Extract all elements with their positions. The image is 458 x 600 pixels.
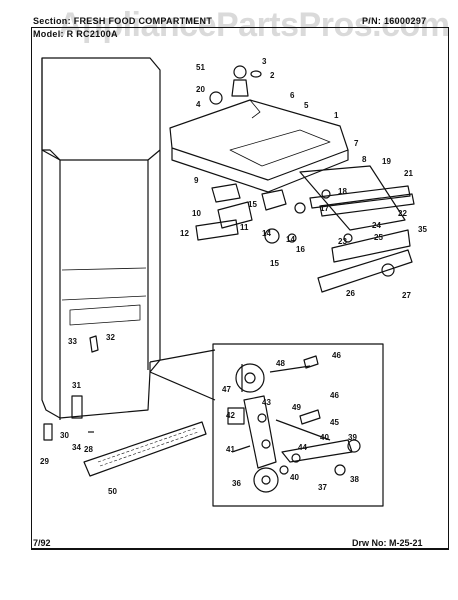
callout-43: 43 — [262, 398, 271, 407]
callout-29: 29 — [40, 457, 49, 466]
callout-20: 20 — [196, 85, 205, 94]
model-label: Model: R RC2100A — [33, 29, 118, 39]
callout-33: 33 — [68, 337, 77, 346]
callout-46a: 46 — [332, 351, 341, 360]
callout-1: 1 — [334, 111, 339, 120]
callout-14: 15 — [248, 200, 257, 209]
callout-5: 5 — [304, 101, 309, 110]
callout-46b: 46 — [330, 391, 339, 400]
callout-16: 17 — [320, 204, 329, 213]
callout-22: 22 — [398, 209, 407, 218]
callout-45: 45 — [330, 418, 339, 427]
callout-38: 38 — [350, 475, 359, 484]
callout-35: 35 — [418, 225, 427, 234]
callout-3: 3 — [262, 57, 267, 66]
callout-32: 32 — [106, 333, 115, 342]
callout-40b: 40 — [290, 473, 299, 482]
callout-26: 26 — [346, 289, 355, 298]
callout-51: 51 — [196, 63, 205, 72]
callout-4: 4 — [196, 100, 201, 109]
callout-23: 23 — [338, 237, 347, 246]
callout-34: 34 — [72, 443, 81, 452]
callout-31: 31 — [72, 381, 81, 390]
toe-grille — [83, 421, 207, 477]
callout-13: 14 — [262, 229, 271, 238]
drawing-number: Drw No: M-25-21 — [352, 538, 423, 548]
revision-date: 7/92 — [33, 538, 51, 548]
lower-rail — [317, 249, 413, 293]
callout-14b: 14 — [286, 235, 295, 244]
callout-21: 21 — [404, 169, 413, 178]
roller-inset-box — [212, 343, 384, 507]
hinge-bracket — [299, 165, 406, 231]
callout-30: 30 — [60, 431, 69, 440]
callout-19: 19 — [382, 157, 391, 166]
callout-6: 6 — [290, 91, 295, 100]
callout-41: 41 — [226, 445, 235, 454]
callout-49: 49 — [292, 403, 301, 412]
section-title: Section: FRESH FOOD COMPARTMENT — [33, 16, 213, 26]
callout-36: 36 — [232, 479, 241, 488]
caster-bracket — [243, 395, 277, 469]
callout-11: 11 — [240, 223, 249, 232]
callout-7: 7 — [354, 139, 359, 148]
callout-12: 12 — [180, 229, 189, 238]
callout-39: 39 — [348, 433, 357, 442]
part-number: P/N: 16000297 — [362, 16, 427, 26]
damper-knob — [233, 65, 247, 79]
cabinet-liner — [41, 57, 161, 419]
callout-50: 50 — [108, 487, 117, 496]
callout-40a: 40 — [320, 433, 329, 442]
callout-9: 9 — [194, 176, 199, 185]
callout-28: 28 — [84, 445, 93, 454]
callout-27: 27 — [402, 291, 411, 300]
callout-8: 8 — [362, 155, 367, 164]
callout-48: 48 — [276, 359, 285, 368]
model-number: RC2100A — [76, 29, 118, 39]
callout-37: 37 — [318, 483, 327, 492]
callout-2: 2 — [270, 71, 275, 80]
callout-44: 44 — [298, 443, 307, 452]
diagram-frame — [31, 27, 449, 549]
callout-42: 42 — [226, 411, 235, 420]
callout-25: 25 — [374, 233, 383, 242]
callout-18: 18 — [338, 187, 347, 196]
callout-24: 24 — [372, 221, 381, 230]
callout-47: 47 — [222, 385, 231, 394]
callout-15: 15 — [270, 259, 279, 268]
model-prefix: Model: R — [33, 29, 74, 39]
callout-10: 10 — [192, 209, 201, 218]
callout-17: 16 — [296, 245, 305, 254]
footer-divider — [31, 549, 449, 550]
